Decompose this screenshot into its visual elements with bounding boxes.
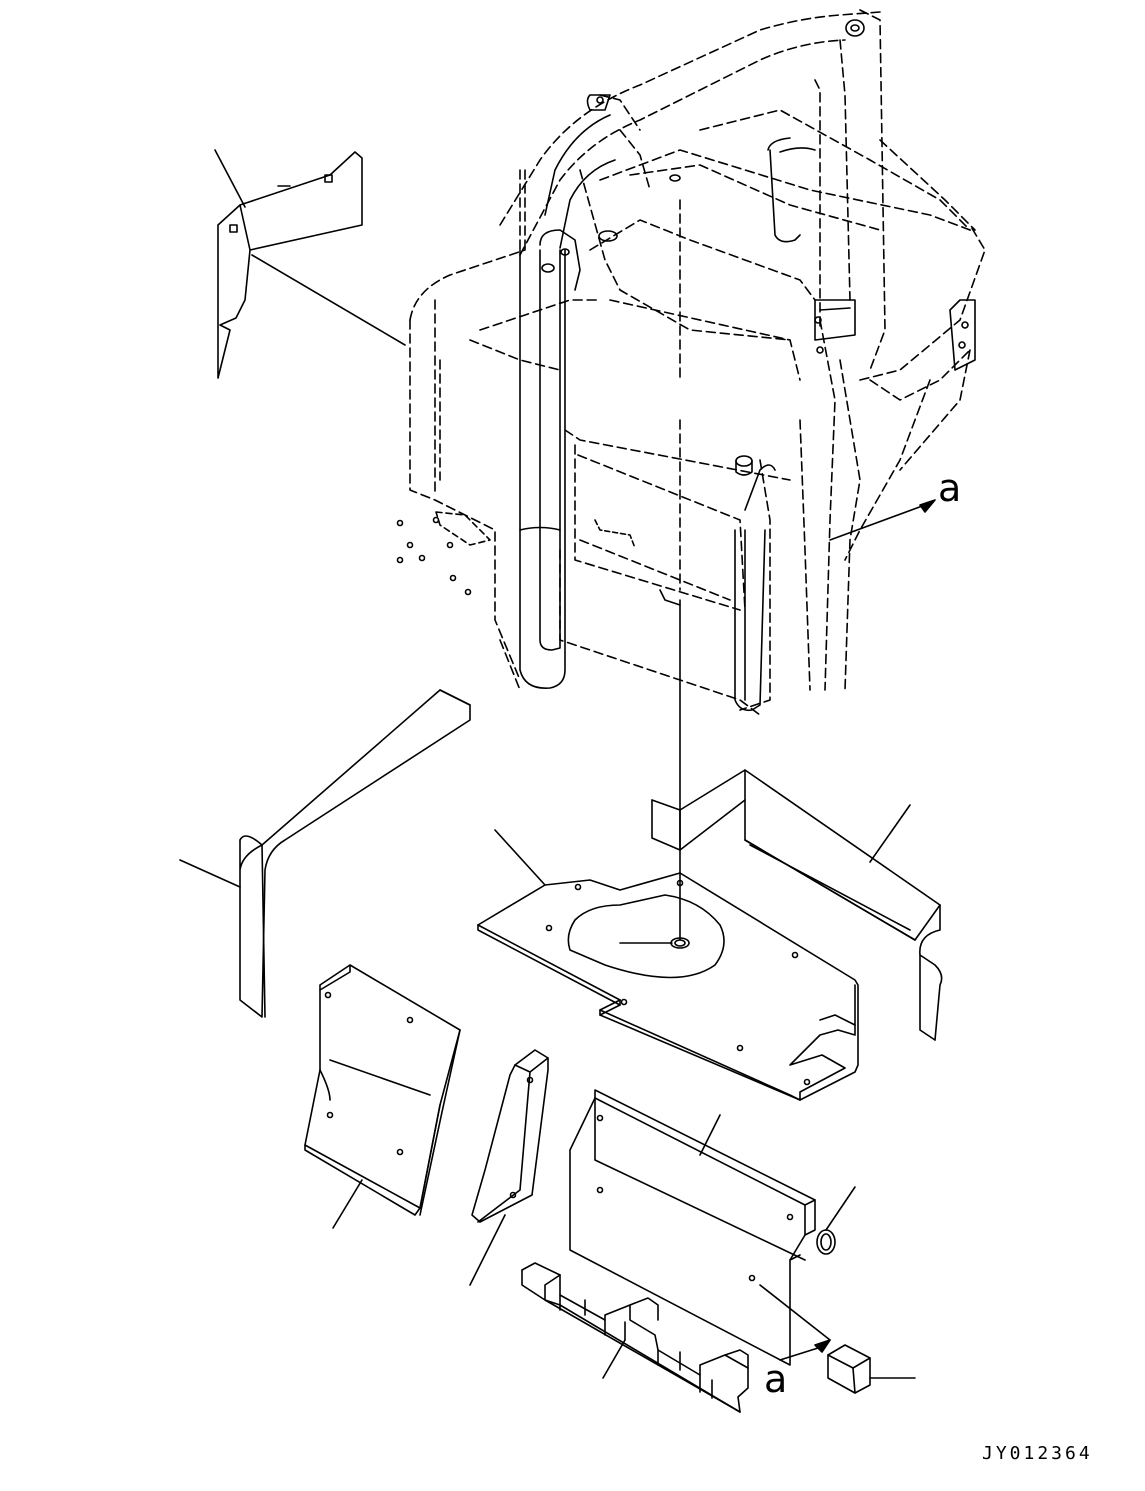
part-rear-floor-guard: [651, 769, 943, 1041]
leader-line-side-pad: [214, 149, 246, 208]
drawing-code: JY012364: [982, 1443, 1093, 1464]
part-small-block-pad: [827, 1344, 916, 1394]
part-front-pillar-pad: [179, 689, 471, 1018]
leader-line-back-cover-panel: [699, 1114, 721, 1156]
leader-line-side-brace-pad: [469, 1214, 506, 1286]
leader-line-grommet: [825, 1186, 856, 1231]
part-side-insulation-pad-upper-left: [214, 149, 406, 379]
part-cab-frame-assembly: [396, 9, 986, 941]
part-back-cover-panel: [569, 1089, 831, 1366]
part-bottom-insulation-block: [521, 1262, 749, 1413]
leader-line-bottom-insulation-block: [602, 1339, 626, 1379]
leader-line-floor-plate: [494, 829, 546, 886]
part-side-brace-pad: [469, 1049, 549, 1286]
view-line-upper: [829, 504, 926, 541]
view-line-lower: [759, 1284, 831, 1341]
leader-line-front-pillar-pad: [179, 859, 241, 888]
view-marker-upper: a: [938, 466, 962, 510]
part-grommet: [816, 1186, 856, 1255]
leader-line-side-pad-to-frame: [251, 254, 406, 346]
leader-line-rear-panel-pad: [332, 1179, 363, 1229]
part-floor-plate-with-mat: [477, 829, 859, 1101]
part-rear-panel-pad: [304, 964, 461, 1229]
leader-line-rear-floor-guard: [869, 804, 911, 863]
view-marker-lower: a: [764, 1357, 788, 1401]
